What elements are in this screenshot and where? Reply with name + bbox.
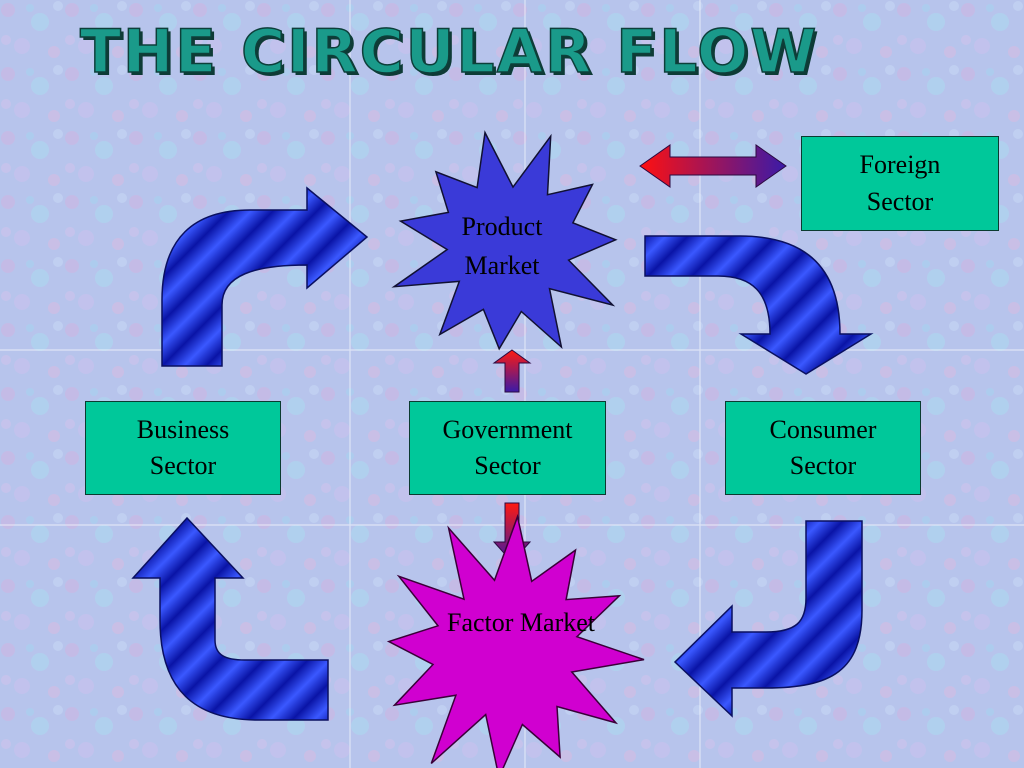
consumer-sector-label-line-2: Sector	[789, 451, 857, 480]
flow-arrow-business-to-product-market	[161, 186, 369, 367]
product-market-star	[391, 130, 618, 351]
slide-title: The Circular Flow	[79, 17, 819, 87]
foreign-sector-label-line-2: Sector	[866, 186, 934, 216]
product-market-label-line-1: Product	[461, 212, 543, 241]
flow-arrow-consumer-to-factor-market	[673, 520, 863, 718]
product-market-label: Product Market	[402, 207, 602, 285]
consumer-sector-box: Consumer Sector	[725, 401, 921, 495]
arrow-government-to-product-market	[492, 349, 532, 393]
business-sector-label-line-1: Business	[136, 414, 230, 444]
flow-arrow-factor-market-to-business	[131, 516, 329, 721]
product-market-label-line-2: Market	[464, 251, 540, 280]
foreign-sector-label-line-1: Foreign	[859, 150, 941, 180]
government-sector-label-line-1: Government	[442, 414, 573, 444]
government-sector-box: Government Sector	[409, 401, 606, 495]
government-sector-label-line-2: Sector	[474, 451, 541, 480]
business-sector-box: Business Sector	[85, 401, 281, 495]
factor-market-star	[386, 513, 645, 768]
flow-arrow-product-market-to-consumer	[644, 235, 874, 375]
business-sector-label-line-2: Sector	[149, 451, 217, 480]
double-arrow-foreign-sector	[639, 144, 787, 188]
consumer-sector-label-line-1: Consumer	[769, 414, 877, 444]
foreign-sector-box: Foreign Sector	[801, 136, 999, 231]
factor-market-label: Factor Market	[446, 608, 595, 637]
